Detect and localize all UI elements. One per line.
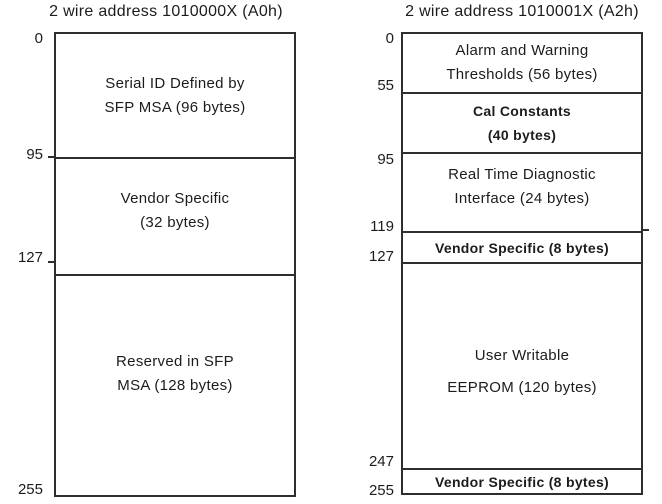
memory-region-vendor-specific-8-lower: Vendor Specific (8 bytes) — [435, 473, 609, 490]
divider-tick — [48, 261, 55, 263]
memory-region-vendor-specific-8-upper: Vendor Specific (8 bytes) — [403, 233, 641, 265]
memory-map-a0h-box: Serial ID Defined by SFP MSA (96 bytes) … — [54, 32, 296, 497]
memory-region-user-writable-eeprom: User Writable EEPROM (120 bytes) — [403, 264, 641, 471]
memory-region-serial-id: Serial ID Defined by SFP MSA (96 bytes) — [56, 34, 294, 159]
memory-map-a2h-box: Alarm and Warning Thresholds (56 bytes) … — [401, 32, 643, 495]
address-label-a2h-55: 55 — [377, 77, 394, 94]
divider-tick — [642, 229, 649, 231]
address-label-a2h-127: 127 — [368, 248, 394, 265]
address-label-a2h-247: 247 — [368, 453, 394, 470]
memory-region-alarm-thresholds: Alarm and Warning Thresholds (56 bytes) — [403, 34, 641, 95]
divider-tick — [48, 156, 55, 158]
memory-region-real-time-diagnostic: Real Time Diagnostic Interface (24 bytes… — [403, 154, 641, 234]
memory-map-a0h-title: 2 wire address 1010000X (A0h) — [49, 3, 283, 20]
address-label-a2h-95: 95 — [377, 151, 394, 168]
address-label-a0h-127: 127 — [17, 249, 43, 266]
address-label-a0h-255: 255 — [17, 481, 43, 498]
address-label-a2h-255: 255 — [368, 482, 394, 499]
address-label-a2h-119: 119 — [370, 218, 394, 235]
memory-region-reserved: Reserved in SFP MSA (128 bytes) — [116, 352, 234, 394]
memory-region-vendor-specific-32: Vendor Specific (32 bytes) — [56, 159, 294, 276]
memory-map-a2h-title: 2 wire address 1010001X (A2h) — [405, 3, 639, 20]
address-label-a2h-0: 0 — [385, 30, 394, 47]
address-label-a0h-0: 0 — [34, 30, 43, 47]
memory-region-cal-constants: Cal Constants (40 bytes) — [403, 94, 641, 154]
address-label-a0h-95: 95 — [26, 146, 43, 163]
